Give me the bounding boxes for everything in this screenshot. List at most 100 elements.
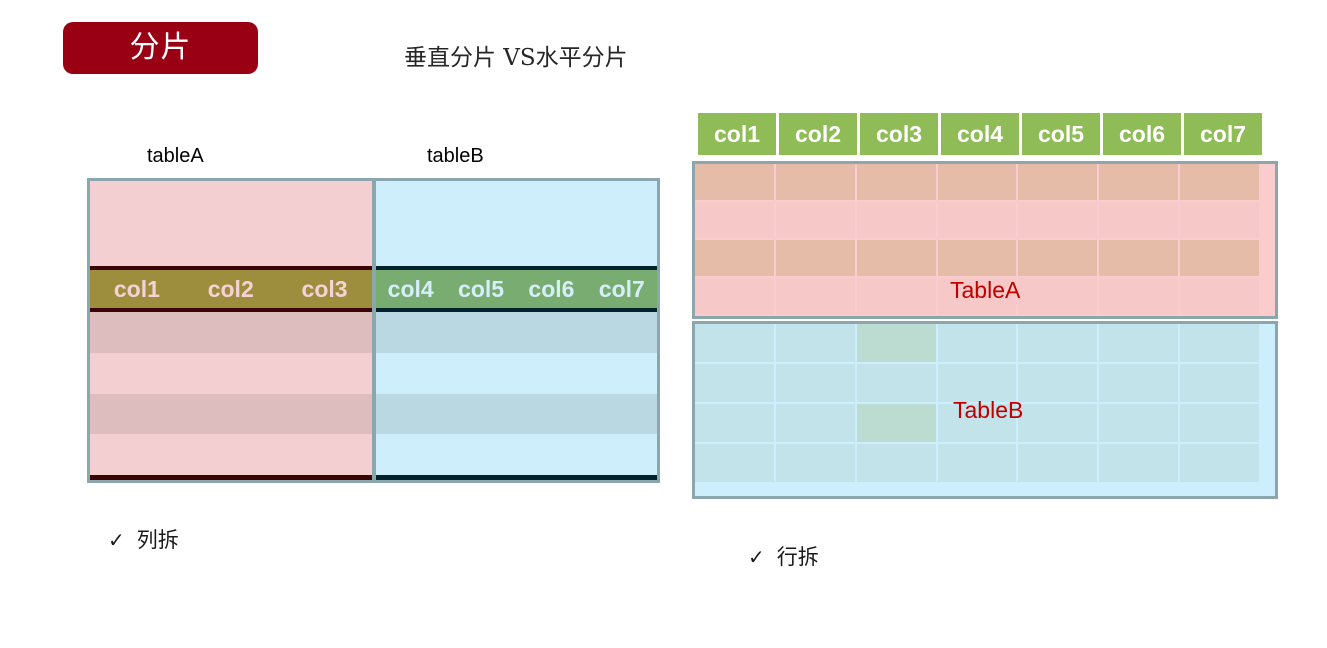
check-icon: ✓ xyxy=(748,545,765,569)
column-header-col6: col6 xyxy=(1103,113,1181,155)
grid-cell xyxy=(1099,164,1179,202)
caption-table-a: tableA xyxy=(147,145,204,167)
grid-cell xyxy=(1180,324,1260,364)
column-label-col1: col1 xyxy=(113,275,160,302)
panel-b-top-fill xyxy=(375,181,657,266)
grid-cell xyxy=(695,404,774,444)
grid-cell xyxy=(695,240,774,278)
grid-cell xyxy=(775,404,855,444)
grid-cell xyxy=(1018,444,1098,484)
grid-cell xyxy=(1018,404,1098,444)
grid-cell xyxy=(937,364,1017,404)
table-a-label: TableA xyxy=(950,277,1021,303)
grid-cell xyxy=(937,202,1017,240)
grid-cell xyxy=(1099,240,1179,278)
grid-cell xyxy=(856,444,936,484)
grid-cell xyxy=(695,364,774,404)
grid-column xyxy=(937,164,1019,316)
check-icon: ✓ xyxy=(108,528,125,552)
grid-cell xyxy=(856,202,936,240)
title-badge-label: 分片 xyxy=(129,30,192,65)
grid-cell xyxy=(1099,364,1179,404)
grid-cell xyxy=(1099,278,1179,316)
column-header-col2: col2 xyxy=(779,113,857,155)
bullet-column-split-label: 列拆 xyxy=(136,528,179,552)
grid-cell-highlighted xyxy=(856,324,936,364)
grid-cell xyxy=(937,240,1017,278)
column-label-col7: col7 xyxy=(598,275,645,302)
grid-cell xyxy=(775,324,855,364)
column-header-col3: col3 xyxy=(860,113,938,155)
grid-cell xyxy=(1018,278,1098,316)
table-b-label: TableB xyxy=(953,397,1024,423)
grid-cell xyxy=(695,164,774,202)
grid-cell xyxy=(937,278,1017,316)
grid-cell xyxy=(775,364,855,404)
grid-column xyxy=(695,164,776,316)
table-row xyxy=(90,393,372,435)
grid-column xyxy=(1018,164,1100,316)
grid-column xyxy=(1018,324,1100,484)
grid-cell xyxy=(1180,364,1260,404)
table-row xyxy=(90,434,372,475)
grid-cell xyxy=(1180,240,1260,278)
grid-cell xyxy=(1099,324,1179,364)
grid-cell xyxy=(1099,444,1179,484)
table-row xyxy=(90,312,372,353)
column-header-col1: col1 xyxy=(698,113,776,155)
table-row xyxy=(375,393,657,435)
panel-b-bottom-rule xyxy=(375,475,657,480)
panel-b-rows xyxy=(375,312,657,475)
column-header-col7: col7 xyxy=(1184,113,1262,155)
grid-cell-highlighted xyxy=(856,404,936,444)
grid-cell xyxy=(695,444,774,484)
grid-column xyxy=(937,324,1019,484)
panel-a-bottom-rule xyxy=(90,475,372,480)
column-label-col2: col2 xyxy=(207,275,254,302)
panel-a-top-fill xyxy=(90,181,372,266)
horizontal-shard-table-a: TableA xyxy=(692,161,1278,319)
table-a-grid xyxy=(695,164,1260,316)
panel-a-rows xyxy=(90,312,372,475)
grid-cell xyxy=(856,278,936,316)
grid-column xyxy=(1180,164,1260,316)
grid-column-highlighted xyxy=(856,324,938,484)
grid-cell xyxy=(1018,164,1098,202)
title-badge: 分片 xyxy=(63,22,258,74)
column-label-col3: col3 xyxy=(301,275,348,302)
grid-column xyxy=(775,324,857,484)
column-label-col5: col5 xyxy=(458,275,505,302)
grid-cell xyxy=(856,364,936,404)
grid-cell xyxy=(856,164,936,202)
grid-cell xyxy=(937,404,1017,444)
panel-a-column-band: col1 col2 col3 xyxy=(90,266,372,312)
grid-cell xyxy=(1018,324,1098,364)
column-label-col6: col6 xyxy=(528,275,575,302)
subtitle-text: 垂直分片 VS水平分片 xyxy=(404,45,628,71)
grid-cell xyxy=(1018,364,1098,404)
table-row xyxy=(375,434,657,475)
table-row xyxy=(375,352,657,394)
grid-cell xyxy=(937,164,1017,202)
panel-b-column-band: col4 col5 col6 col7 xyxy=(375,266,657,312)
bullet-row-split: ✓ 行拆 xyxy=(748,541,819,571)
grid-column xyxy=(775,164,857,316)
grid-cell xyxy=(1180,278,1260,316)
table-row xyxy=(90,352,372,394)
grid-cell xyxy=(695,278,774,316)
bullet-row-split-label: 行拆 xyxy=(776,545,819,569)
caption-table-b: tableB xyxy=(427,145,484,167)
vertical-panel-table-b: col4 col5 col6 col7 xyxy=(375,181,657,480)
grid-column xyxy=(695,324,776,484)
column-header-col5: col5 xyxy=(1022,113,1100,155)
grid-cell xyxy=(937,444,1017,484)
grid-cell xyxy=(775,278,855,316)
column-header-row: col1 col2 col3 col4 col5 col6 col7 xyxy=(698,113,1262,155)
grid-column xyxy=(1099,324,1181,484)
grid-cell xyxy=(775,240,855,278)
column-header-col4: col4 xyxy=(941,113,1019,155)
table-b-grid xyxy=(695,324,1260,484)
table-row xyxy=(375,312,657,353)
grid-cell xyxy=(1099,404,1179,444)
horizontal-shard-table-b: TableB xyxy=(692,321,1278,499)
